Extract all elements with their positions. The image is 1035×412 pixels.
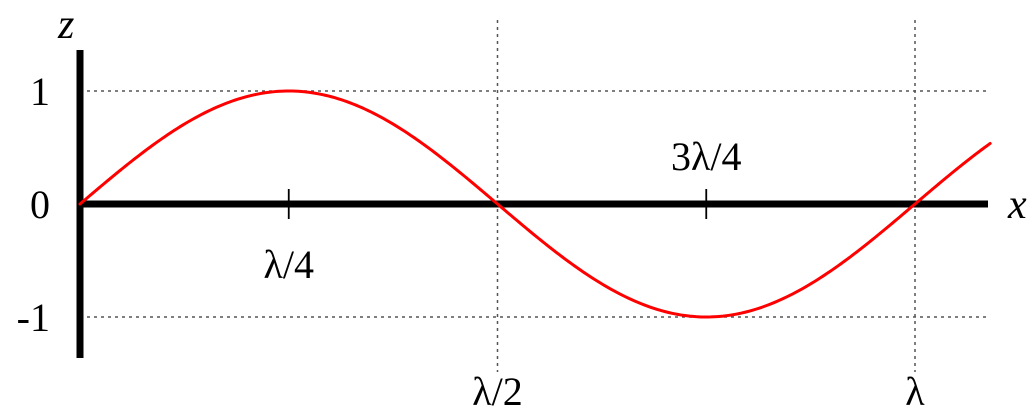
- y-axis-label: z: [57, 2, 74, 48]
- x-tick-label: λ/4: [263, 242, 314, 287]
- x-axis-label: x: [1007, 182, 1027, 228]
- x-tick-label: 3λ/4: [671, 134, 742, 179]
- y-tick-label: 0: [30, 182, 50, 227]
- y-tick-label: 1: [30, 69, 50, 114]
- x-tick-label: λ: [905, 369, 925, 412]
- y-tick-label: -1: [17, 295, 50, 340]
- labels: z x 1 0 -1 λ/4 λ/2 3λ/4 λ: [17, 2, 1027, 412]
- axes: [76, 50, 988, 358]
- x-tick-label: λ/2: [472, 369, 523, 412]
- series-layer: [78, 89, 992, 319]
- grid-lines: [80, 20, 988, 372]
- series-line-0: [78, 89, 992, 319]
